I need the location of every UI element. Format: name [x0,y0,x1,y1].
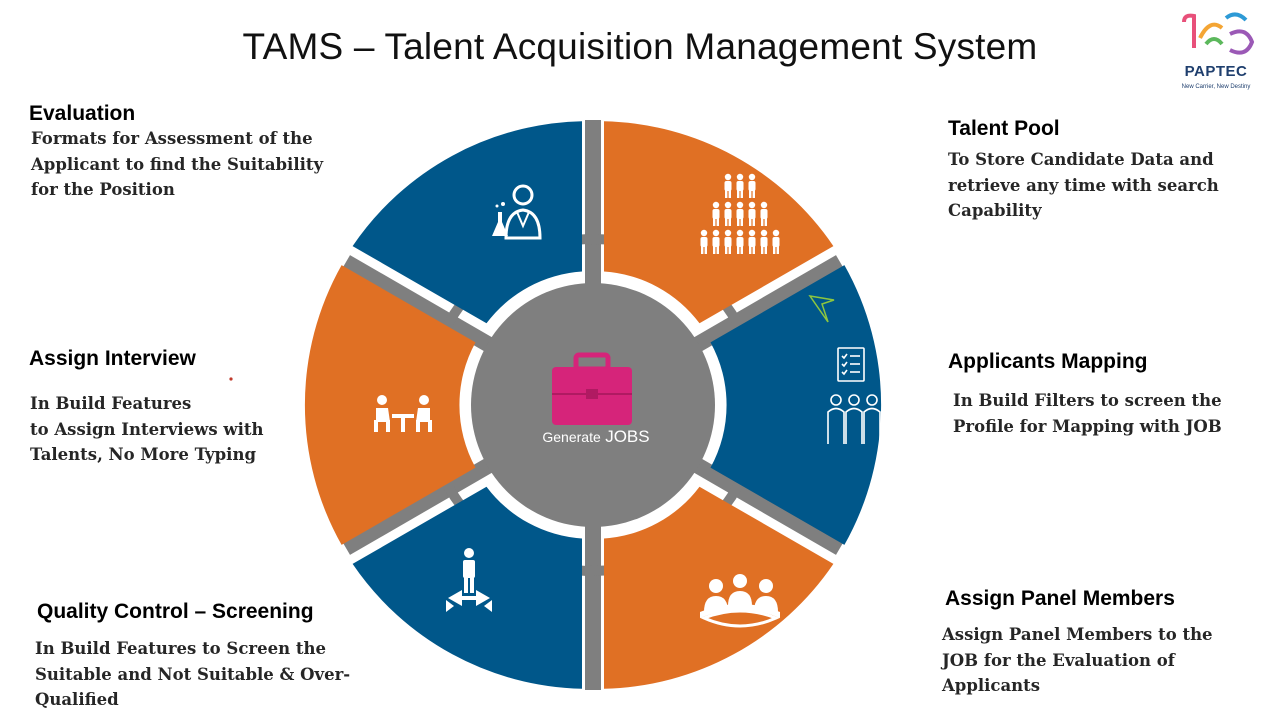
page-title: TAMS – Talent Acquisition Management Sys… [242,26,1038,67]
talent-pool-heading: Talent Pool [948,117,1060,140]
quality-control-description: In Build Features to Screen the Suitable… [35,639,351,709]
meeting-table-icon [700,574,780,628]
center-label-big: JOBS [605,427,650,446]
assign-interview-description: In Build Features to Assign Interviews w… [30,394,264,464]
segment-applicants-mapping[interactable] [710,265,882,545]
talent-pool-description: To Store Candidate Data and retrieve any… [948,150,1219,220]
checklist-people-icon [827,347,881,444]
segment-assign-interview[interactable] [304,265,476,545]
quality-control-heading: Quality Control – Screening [37,600,314,623]
applicants-mapping-description: In Build Filters to screen the Profile f… [953,391,1222,436]
briefcase-icon [552,352,632,425]
assign-panel-heading: Assign Panel Members [945,587,1175,610]
center-label: Generate JOBS [516,427,676,447]
logo-name: PAPTEC [1184,63,1248,80]
segment-evaluation[interactable] [352,121,582,324]
logo-tagline: New Carrier, New Destiny [1181,84,1251,90]
interview-icon [374,395,432,432]
evaluation-heading: Evaluation [29,102,136,125]
pointer-icon [808,294,835,323]
stray-dot [229,377,233,381]
evaluation-description: Formats for Assessment of the Applicant … [31,129,324,199]
center-label-small: Generate [542,429,601,445]
paptec-logo [1182,12,1255,55]
people-pyramid-icon [700,173,780,254]
applicants-mapping-heading: Applicants Mapping [948,350,1148,373]
scientist-icon [492,184,542,240]
assign-panel-description: Assign Panel Members to the JOB for the … [942,625,1213,695]
assign-interview-heading: Assign Interview [29,347,196,370]
person-crossroads-icon [446,548,492,612]
